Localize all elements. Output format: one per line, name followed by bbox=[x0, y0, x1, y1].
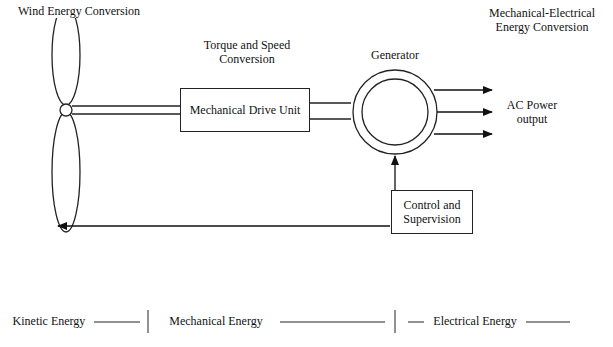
generator-outline bbox=[351, 68, 439, 156]
output-arrow bbox=[434, 133, 492, 134]
section-heading: Wind Energy Conversion bbox=[2, 4, 156, 18]
scale-label: Kinetic Energy bbox=[4, 314, 94, 328]
pitch-control-arrow bbox=[58, 225, 390, 226]
scale-label: Electrical Energy bbox=[424, 314, 526, 328]
process-box: Mechanical Drive Unit bbox=[180, 88, 310, 132]
turbine-blade bbox=[52, 112, 80, 232]
output-arrow bbox=[434, 89, 492, 90]
stator-ring bbox=[353, 70, 437, 154]
node-heading: Generator bbox=[345, 48, 445, 62]
shaft-line bbox=[310, 118, 351, 119]
scale-line bbox=[92, 322, 140, 323]
control-arrow bbox=[395, 156, 396, 190]
scale-label: Mechanical Energy bbox=[152, 314, 280, 328]
shaft-line bbox=[310, 102, 351, 103]
node-text: Control and Supervision bbox=[398, 198, 466, 227]
scale-line bbox=[522, 322, 570, 323]
drive-shaft bbox=[310, 103, 351, 119]
section-heading: Torque and Speed Conversion bbox=[200, 38, 294, 67]
connector-line bbox=[394, 156, 395, 190]
section-heading: Mechanical-Electrical Energy Conversion bbox=[470, 6, 613, 35]
rotor-shaft bbox=[72, 113, 180, 114]
turbine-blade bbox=[52, 5, 80, 105]
scale-line bbox=[278, 322, 385, 323]
scale-tick bbox=[148, 310, 149, 333]
turbine-hub bbox=[60, 104, 72, 116]
process-box: Control and Supervision bbox=[391, 190, 473, 234]
node-text: Mechanical Drive Unit bbox=[190, 103, 301, 117]
scale-line bbox=[408, 322, 424, 323]
rotor-ring bbox=[362, 79, 428, 145]
generator-circle: Generator bbox=[345, 48, 445, 158]
rotor-shaft bbox=[72, 105, 180, 106]
output-label: AC Power output bbox=[500, 98, 564, 127]
scale-tick bbox=[395, 310, 396, 333]
output-arrow bbox=[437, 111, 492, 112]
